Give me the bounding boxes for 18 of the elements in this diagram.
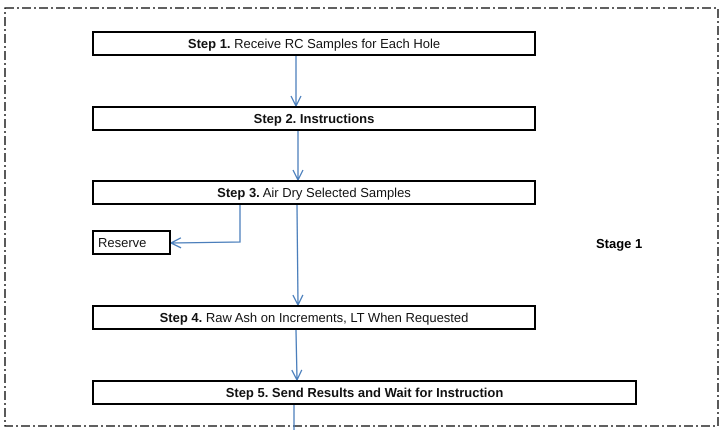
process-box bbox=[92, 106, 536, 131]
step-text: Step 2. Instructions bbox=[254, 111, 374, 126]
arrow bbox=[170, 205, 241, 248]
step-text: Step 1. Receive RC Samples for Each Hole bbox=[188, 36, 440, 51]
process-box bbox=[92, 380, 637, 405]
arrow bbox=[291, 330, 302, 381]
arrow bbox=[290, 56, 302, 107]
stage-label: Stage 1 bbox=[596, 236, 642, 251]
process-box bbox=[92, 305, 536, 330]
step-text: Step 3. Air Dry Selected Samples bbox=[217, 185, 411, 200]
process-box bbox=[92, 31, 536, 56]
step-text: Step 4. Raw Ash on Increments, LT When Requested bbox=[160, 310, 468, 325]
step-text: Step 5. Send Results and Wait for Instruction bbox=[226, 385, 504, 400]
step-text: Reserve bbox=[98, 235, 146, 250]
arrow bbox=[292, 131, 304, 181]
process-box bbox=[92, 230, 171, 255]
arrow bbox=[292, 205, 304, 306]
process-box bbox=[92, 180, 536, 205]
